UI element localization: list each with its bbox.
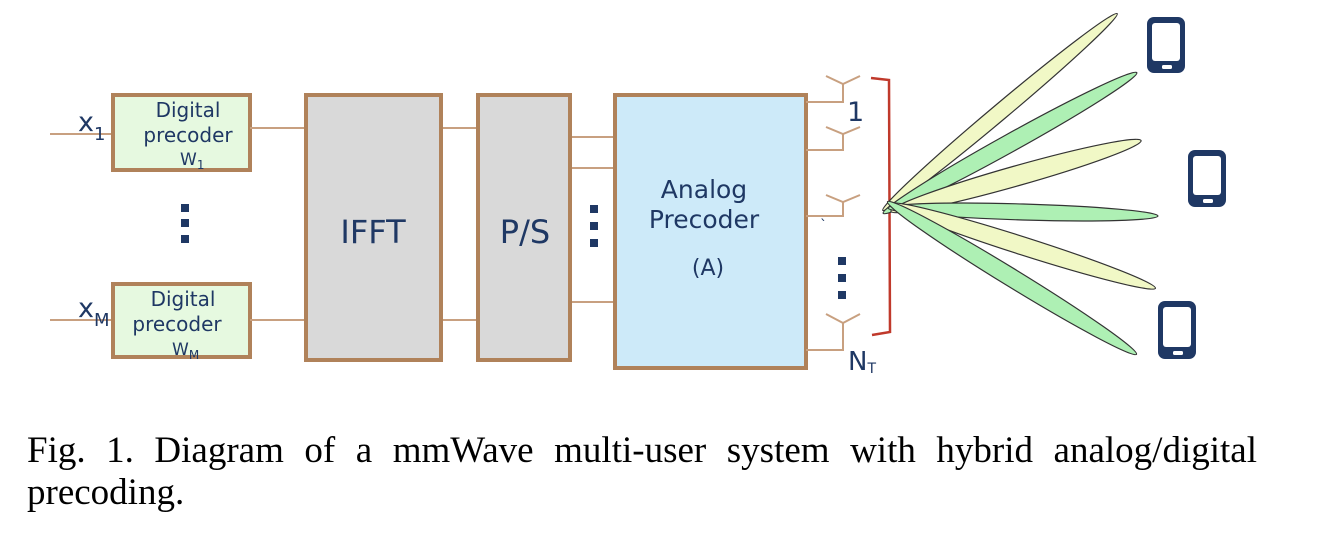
antenna-label-nt: NT — [848, 347, 876, 377]
input-label-xm: xM — [78, 293, 110, 331]
ifft-block: IFFT — [304, 93, 443, 362]
digital-precoder-m-line1: Digital — [151, 287, 216, 311]
digital-precoder-m-symbol: WM — [172, 340, 199, 362]
antenna-tick-mark: ` — [820, 218, 827, 234]
beam-lobe-1 — [882, 12, 1118, 212]
beam-lobe-6 — [886, 200, 1138, 356]
digital-precoder-m-line2: precoder — [132, 312, 222, 336]
precoder-ellipsis — [181, 204, 189, 243]
input-label-x1: x1 — [78, 107, 105, 145]
analog-precoder-line2: Precoder — [649, 205, 760, 234]
antenna-label-1: 1 — [847, 97, 864, 128]
analog-precoder-block: Analog Precoder (A) — [613, 93, 808, 370]
digital-precoder-1-line1: Digital — [156, 98, 221, 122]
connection-lines — [250, 127, 615, 321]
ps-label: P/S — [500, 213, 550, 251]
ps-ellipsis — [590, 205, 598, 247]
phone-icon — [1188, 150, 1226, 207]
antenna-ellipsis — [838, 257, 846, 299]
figure-caption: Fig. 1. Diagram of a mmWave multi-user s… — [27, 430, 1257, 513]
analog-precoder-line1: Analog — [661, 175, 747, 204]
input-lines — [50, 133, 113, 321]
analog-precoder-line3: (A) — [692, 256, 724, 281]
ps-block: P/S — [476, 93, 572, 362]
beam-lobe-3 — [890, 138, 1142, 214]
phone-icon — [1147, 17, 1185, 73]
digital-precoder-1: Digital precoder W1 — [111, 93, 252, 172]
digital-precoder-m: Digital precoder WM — [111, 282, 252, 362]
phone-icon — [1158, 301, 1196, 359]
digital-precoder-1-symbol: W1 — [180, 150, 204, 172]
digital-precoder-1-line2: precoder — [143, 123, 233, 147]
beam-lobes — [882, 12, 1159, 356]
hybrid-precoding-diagram: x1 xM Digital precoder W1 Digital precod… — [50, 12, 1226, 377]
ifft-label: IFFT — [340, 213, 406, 251]
antenna-array — [806, 75, 861, 351]
beam-lobe-2 — [882, 71, 1138, 215]
